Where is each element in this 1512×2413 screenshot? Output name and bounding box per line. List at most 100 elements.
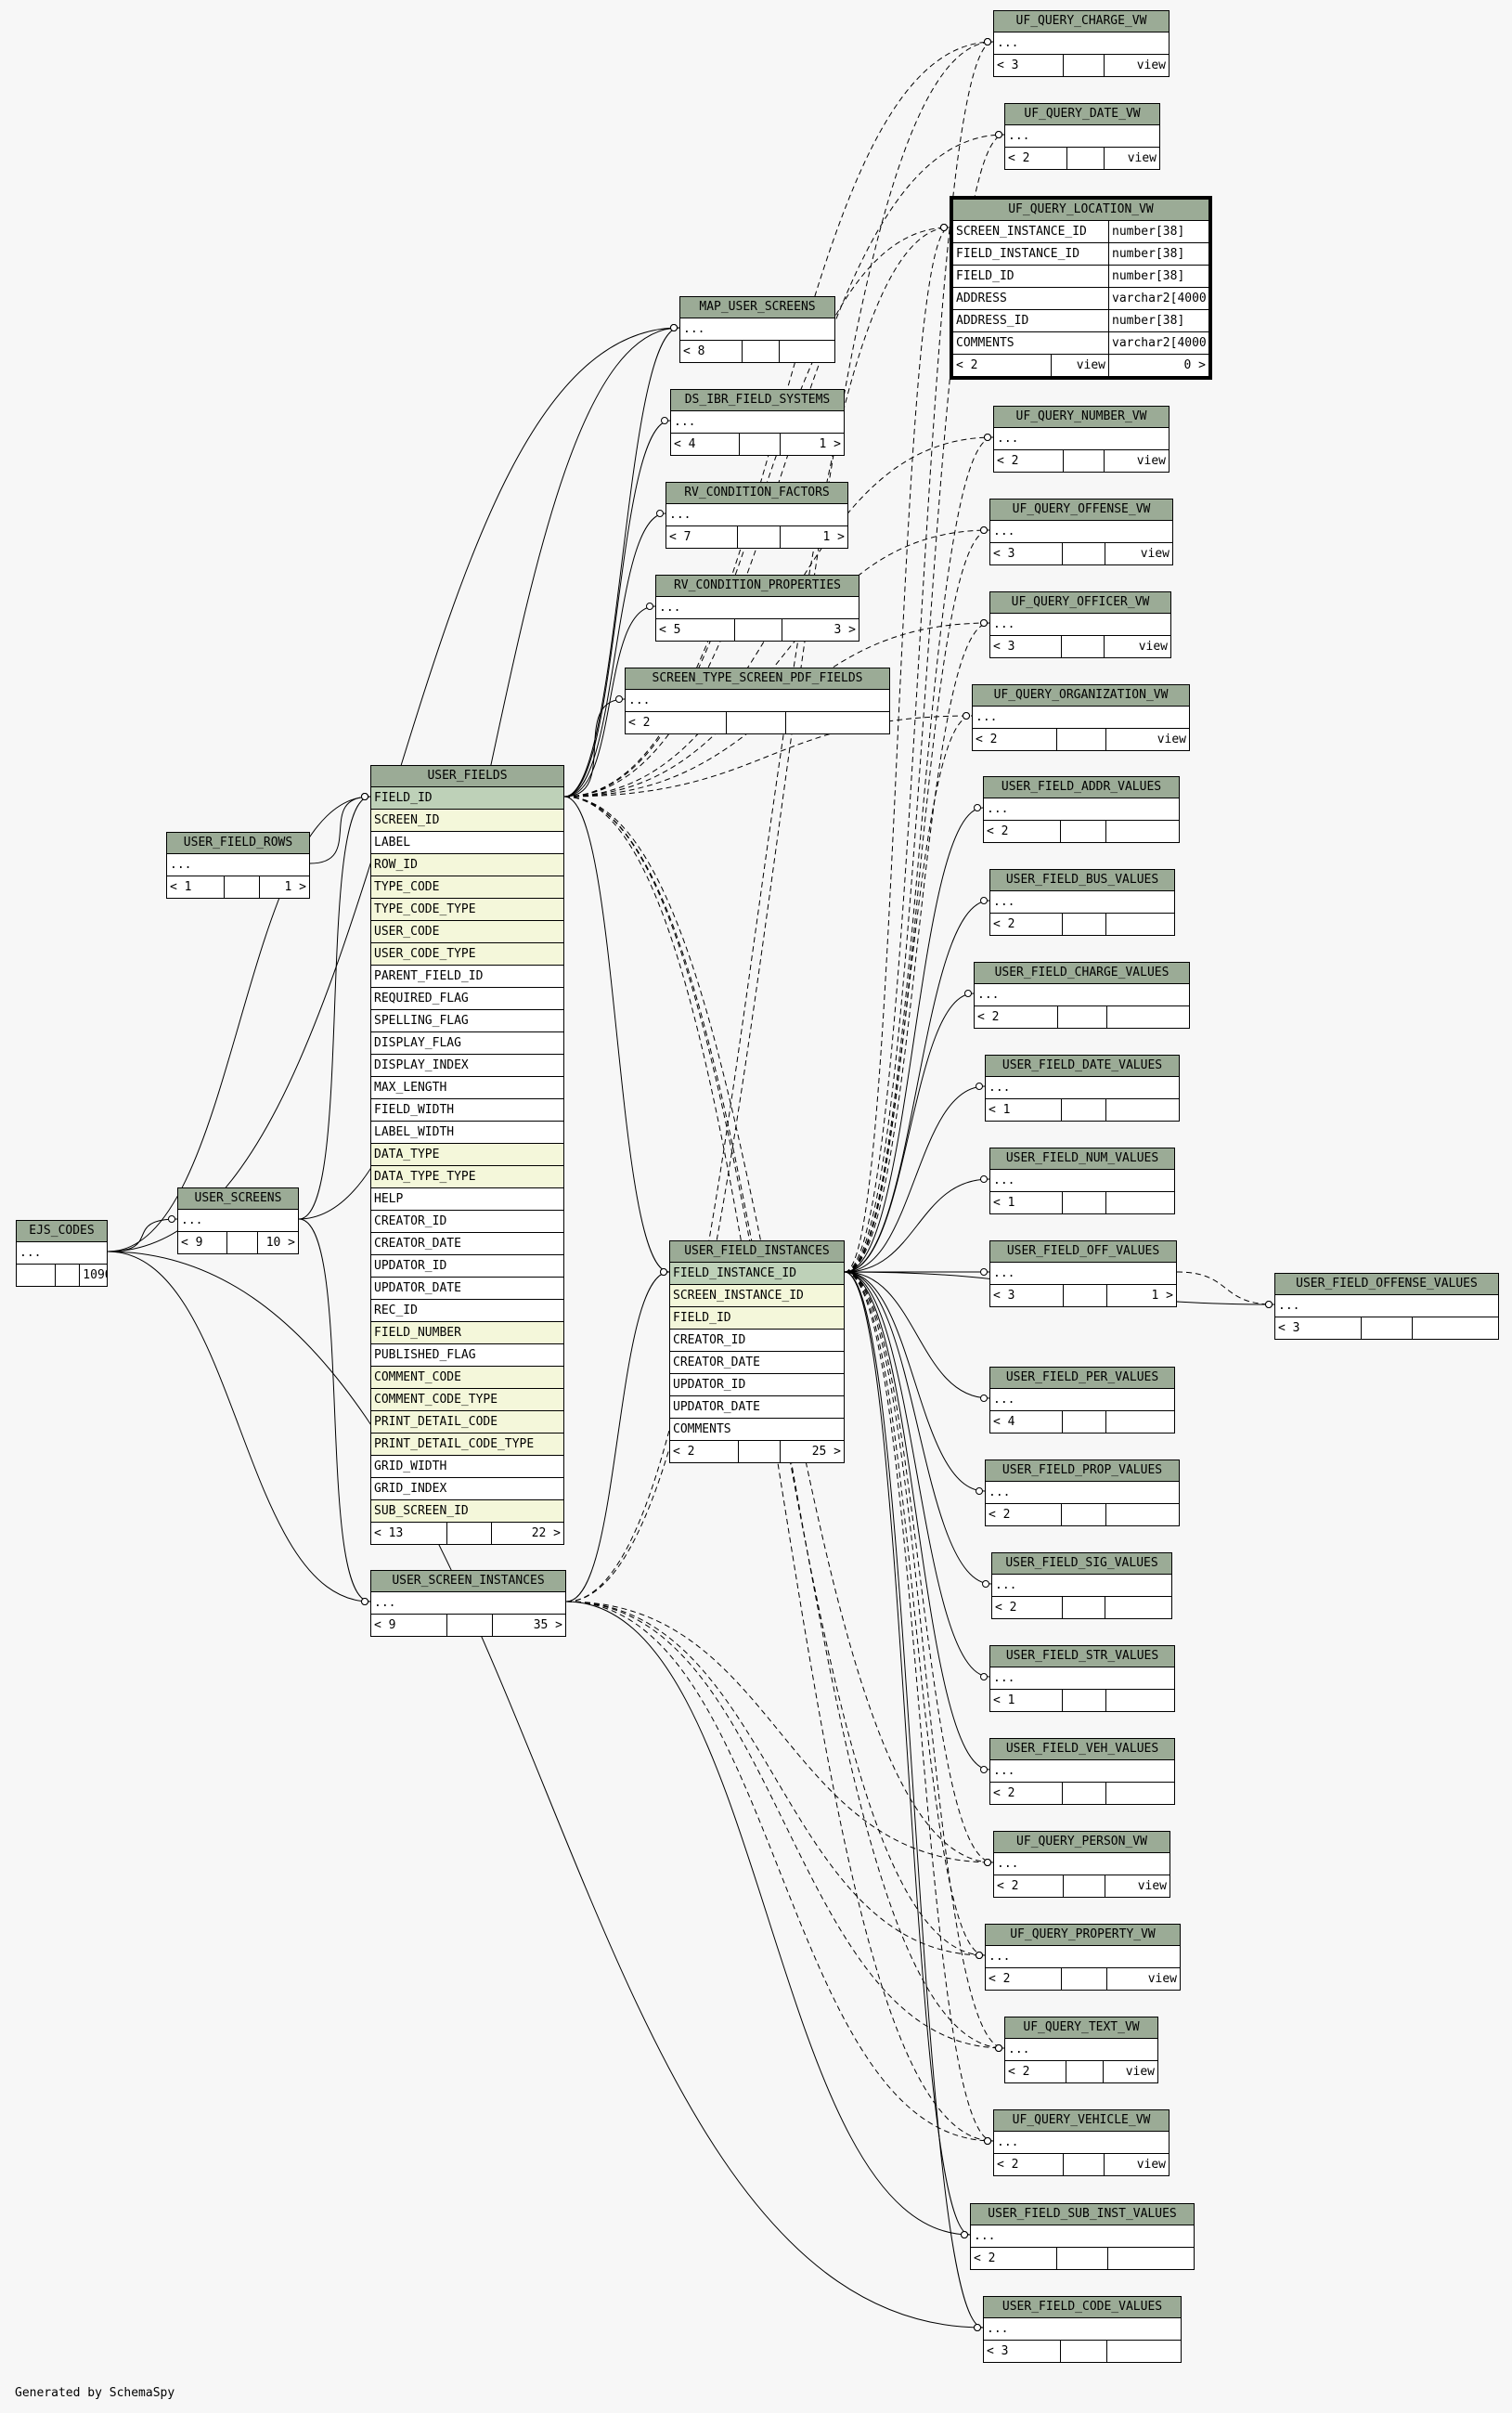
- child-count[interactable]: [1105, 914, 1174, 935]
- table-name[interactable]: USER_FIELD_DATE_VALUES: [986, 1056, 1179, 1077]
- parent-count[interactable]: < 2: [993, 1786, 1015, 1800]
- parent-count[interactable]: < 3: [987, 2344, 1009, 2358]
- table-user-field-veh-values[interactable]: USER_FIELD_VEH_VALUES...< 2: [989, 1738, 1175, 1805]
- child-count[interactable]: 3 >: [782, 619, 859, 641]
- table-kind[interactable]: [1057, 1006, 1106, 1028]
- child-count[interactable]: 1 >: [780, 434, 844, 455]
- parent-count[interactable]: < 3: [997, 58, 1019, 72]
- child-count[interactable]: view: [1104, 1875, 1170, 1897]
- table-user-field-code-values[interactable]: USER_FIELD_CODE_VALUES...< 3: [983, 2296, 1182, 2363]
- table-kind[interactable]: [1060, 1099, 1106, 1121]
- child-count[interactable]: view: [1104, 2154, 1169, 2175]
- table-kind[interactable]: [226, 1232, 257, 1253]
- table-user-field-sig-values[interactable]: USER_FIELD_SIG_VALUES...< 2: [991, 1552, 1172, 1619]
- table-user-field-addr-values[interactable]: USER_FIELD_ADDR_VALUES...< 2: [983, 776, 1180, 843]
- parent-count[interactable]: < 13: [374, 1526, 404, 1540]
- parent-count[interactable]: < 2: [997, 1879, 1019, 1893]
- parent-count[interactable]: < 4: [993, 1415, 1015, 1429]
- parent-count[interactable]: < 2: [628, 716, 651, 730]
- table-user-field-prop-values[interactable]: USER_FIELD_PROP_VALUES...< 2: [985, 1459, 1180, 1526]
- parent-count[interactable]: < 2: [974, 2251, 996, 2265]
- table-name[interactable]: RV_CONDITION_PROPERTIES: [656, 576, 859, 597]
- child-count[interactable]: view: [1104, 55, 1169, 76]
- table-user-field-bus-values[interactable]: USER_FIELD_BUS_VALUES...< 2: [989, 869, 1175, 936]
- child-count[interactable]: [1105, 1597, 1171, 1618]
- parent-count[interactable]: < 2: [997, 2158, 1019, 2172]
- table-name[interactable]: UF_QUERY_CHARGE_VW: [994, 11, 1169, 32]
- table-name[interactable]: UF_QUERY_VEHICLE_VW: [994, 2110, 1169, 2132]
- table-kind[interactable]: [1062, 2154, 1105, 2175]
- child-count[interactable]: [1105, 1504, 1179, 1525]
- table-kind[interactable]: [1059, 821, 1105, 842]
- child-count[interactable]: 35 >: [492, 1615, 565, 1636]
- table-name[interactable]: USER_FIELD_CHARGE_VALUES: [975, 963, 1189, 984]
- parent-count[interactable]: < 2: [1008, 151, 1030, 165]
- table-kind[interactable]: [726, 712, 785, 733]
- parent-count[interactable]: < 2: [993, 917, 1015, 931]
- parent-count[interactable]: < 2: [989, 1508, 1011, 1522]
- table-name[interactable]: USER_FIELD_CODE_VALUES: [984, 2297, 1181, 2318]
- table-name[interactable]: USER_FIELD_NUM_VALUES: [990, 1148, 1174, 1170]
- parent-count[interactable]: < 9: [374, 1618, 396, 1632]
- parent-count[interactable]: < 2: [989, 1972, 1011, 1986]
- child-count[interactable]: [1105, 1192, 1174, 1213]
- table-user-field-offense-values[interactable]: USER_FIELD_OFFENSE_VALUES...< 3: [1274, 1273, 1499, 1340]
- table-map-user-screens[interactable]: MAP_USER_SCREENS...< 8: [679, 296, 835, 363]
- table-name[interactable]: USER_FIELD_SUB_INST_VALUES: [971, 2204, 1194, 2225]
- child-count[interactable]: view: [1104, 450, 1169, 472]
- table-name[interactable]: USER_FIELD_BUS_VALUES: [990, 870, 1174, 891]
- child-count[interactable]: [1105, 1411, 1174, 1433]
- child-count[interactable]: 1 >: [1106, 1285, 1176, 1306]
- table-kind[interactable]: [1062, 1192, 1105, 1213]
- parent-count[interactable]: < 1: [993, 1693, 1015, 1707]
- parent-count[interactable]: < 4: [674, 437, 696, 451]
- table-kind[interactable]: [446, 1523, 491, 1544]
- child-count[interactable]: view: [1102, 2061, 1157, 2082]
- table-kind[interactable]: [734, 619, 782, 641]
- table-name[interactable]: USER_FIELD_PER_VALUES: [990, 1368, 1174, 1389]
- parent-count[interactable]: < 2: [956, 358, 978, 372]
- table-kind[interactable]: [446, 1615, 492, 1636]
- table-kind[interactable]: [1055, 729, 1106, 750]
- table-kind[interactable]: [1361, 1317, 1412, 1339]
- table-name[interactable]: DS_IBR_FIELD_SYSTEMS: [671, 390, 844, 411]
- table-kind[interactable]: [1062, 1597, 1105, 1618]
- child-count[interactable]: view: [1104, 543, 1172, 564]
- child-count[interactable]: view: [1106, 1968, 1180, 1990]
- table-name[interactable]: MAP_USER_SCREENS: [680, 297, 834, 318]
- table-kind[interactable]: [1061, 1968, 1106, 1990]
- child-count[interactable]: [1106, 1006, 1189, 1028]
- table-name[interactable]: UF_QUERY_OFFICER_VW: [990, 592, 1170, 614]
- table-user-field-per-values[interactable]: USER_FIELD_PER_VALUES...< 4: [989, 1367, 1175, 1434]
- table-name[interactable]: UF_QUERY_PERSON_VW: [994, 1832, 1170, 1853]
- table-kind[interactable]: [1062, 55, 1105, 76]
- parent-count[interactable]: < 5: [659, 623, 681, 637]
- child-count[interactable]: [1105, 1099, 1179, 1121]
- table-name[interactable]: USER_FIELD_PROP_VALUES: [986, 1460, 1179, 1482]
- table-name[interactable]: USER_FIELD_STR_VALUES: [990, 1646, 1174, 1667]
- table-user-field-num-values[interactable]: USER_FIELD_NUM_VALUES...< 1: [989, 1148, 1175, 1214]
- table-name[interactable]: UF_QUERY_OFFENSE_VW: [990, 499, 1172, 521]
- parent-count[interactable]: < 1: [170, 880, 192, 894]
- child-count[interactable]: [785, 712, 889, 733]
- child-count[interactable]: 22 >: [490, 1523, 563, 1544]
- table-name[interactable]: UF_QUERY_ORGANIZATION_VW: [973, 685, 1189, 707]
- table-name[interactable]: UF_QUERY_DATE_VW: [1005, 104, 1159, 125]
- child-count[interactable]: [1107, 2248, 1194, 2269]
- parent-count[interactable]: < 9: [181, 1236, 203, 1250]
- table-name[interactable]: USER_FIELDS: [371, 766, 563, 787]
